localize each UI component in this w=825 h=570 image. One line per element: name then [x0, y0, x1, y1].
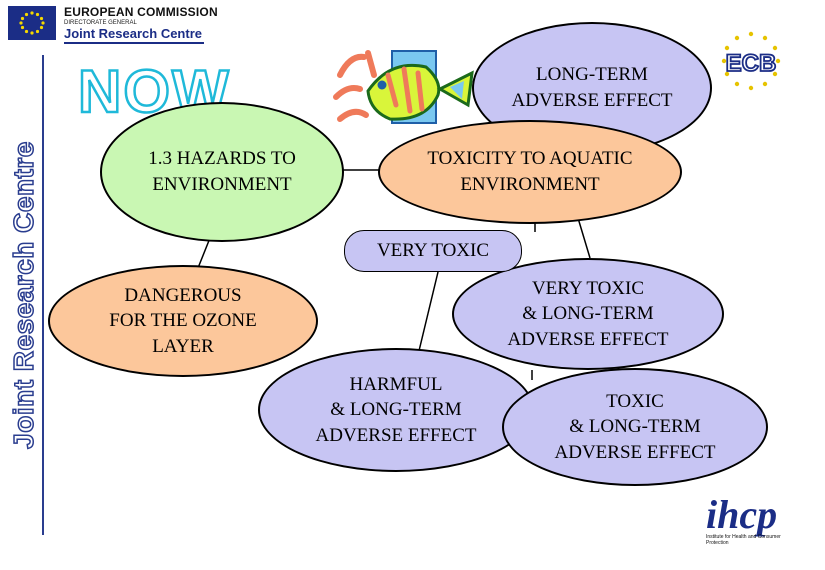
connector-verytoxic-harmful: [417, 271, 439, 356]
node-ozone-layer: DANGEROUS FOR THE OZONE LAYER: [48, 265, 318, 377]
ihcp-logo: ihcp Institute for Health and Consumer P…: [706, 495, 806, 561]
node-hazards-to-environment: 1.3 HAZARDS TO ENVIRONMENT: [100, 102, 344, 242]
eu-stars-icon: [19, 11, 45, 35]
connector-aquatic-verytoxiclt: [577, 217, 591, 259]
header-dg: DIRECTORATE GENERAL: [64, 20, 137, 26]
eu-flag-logo: [8, 6, 56, 40]
node-very-toxic: VERY TOXIC: [344, 230, 522, 272]
header-org: EUROPEAN COMMISSION: [64, 5, 218, 19]
node-toxicity-aquatic: TOXICITY TO AQUATIC ENVIRONMENT: [378, 120, 682, 224]
node-very-toxic-long-term: VERY TOXIC & LONG-TERM ADVERSE EFFECT: [452, 258, 724, 370]
ihcp-caption: Institute for Health and Consumer Protec…: [706, 534, 781, 546]
header-divider: [64, 42, 204, 44]
header-centre: Joint Research Centre: [64, 26, 202, 41]
side-divider: [42, 55, 44, 535]
ecb-logo: ECB: [721, 31, 781, 91]
ihcp-logo-text: ihcp: [706, 492, 778, 537]
node-harmful-long-term: HARMFUL & LONG-TERM ADVERSE EFFECT: [258, 348, 534, 472]
ecb-logo-text: ECB: [726, 50, 777, 77]
fish-icon: [333, 50, 474, 124]
connector-hazards-ozone: [197, 237, 211, 269]
node-toxic-long-term: TOXIC & LONG-TERM ADVERSE EFFECT: [502, 368, 768, 486]
